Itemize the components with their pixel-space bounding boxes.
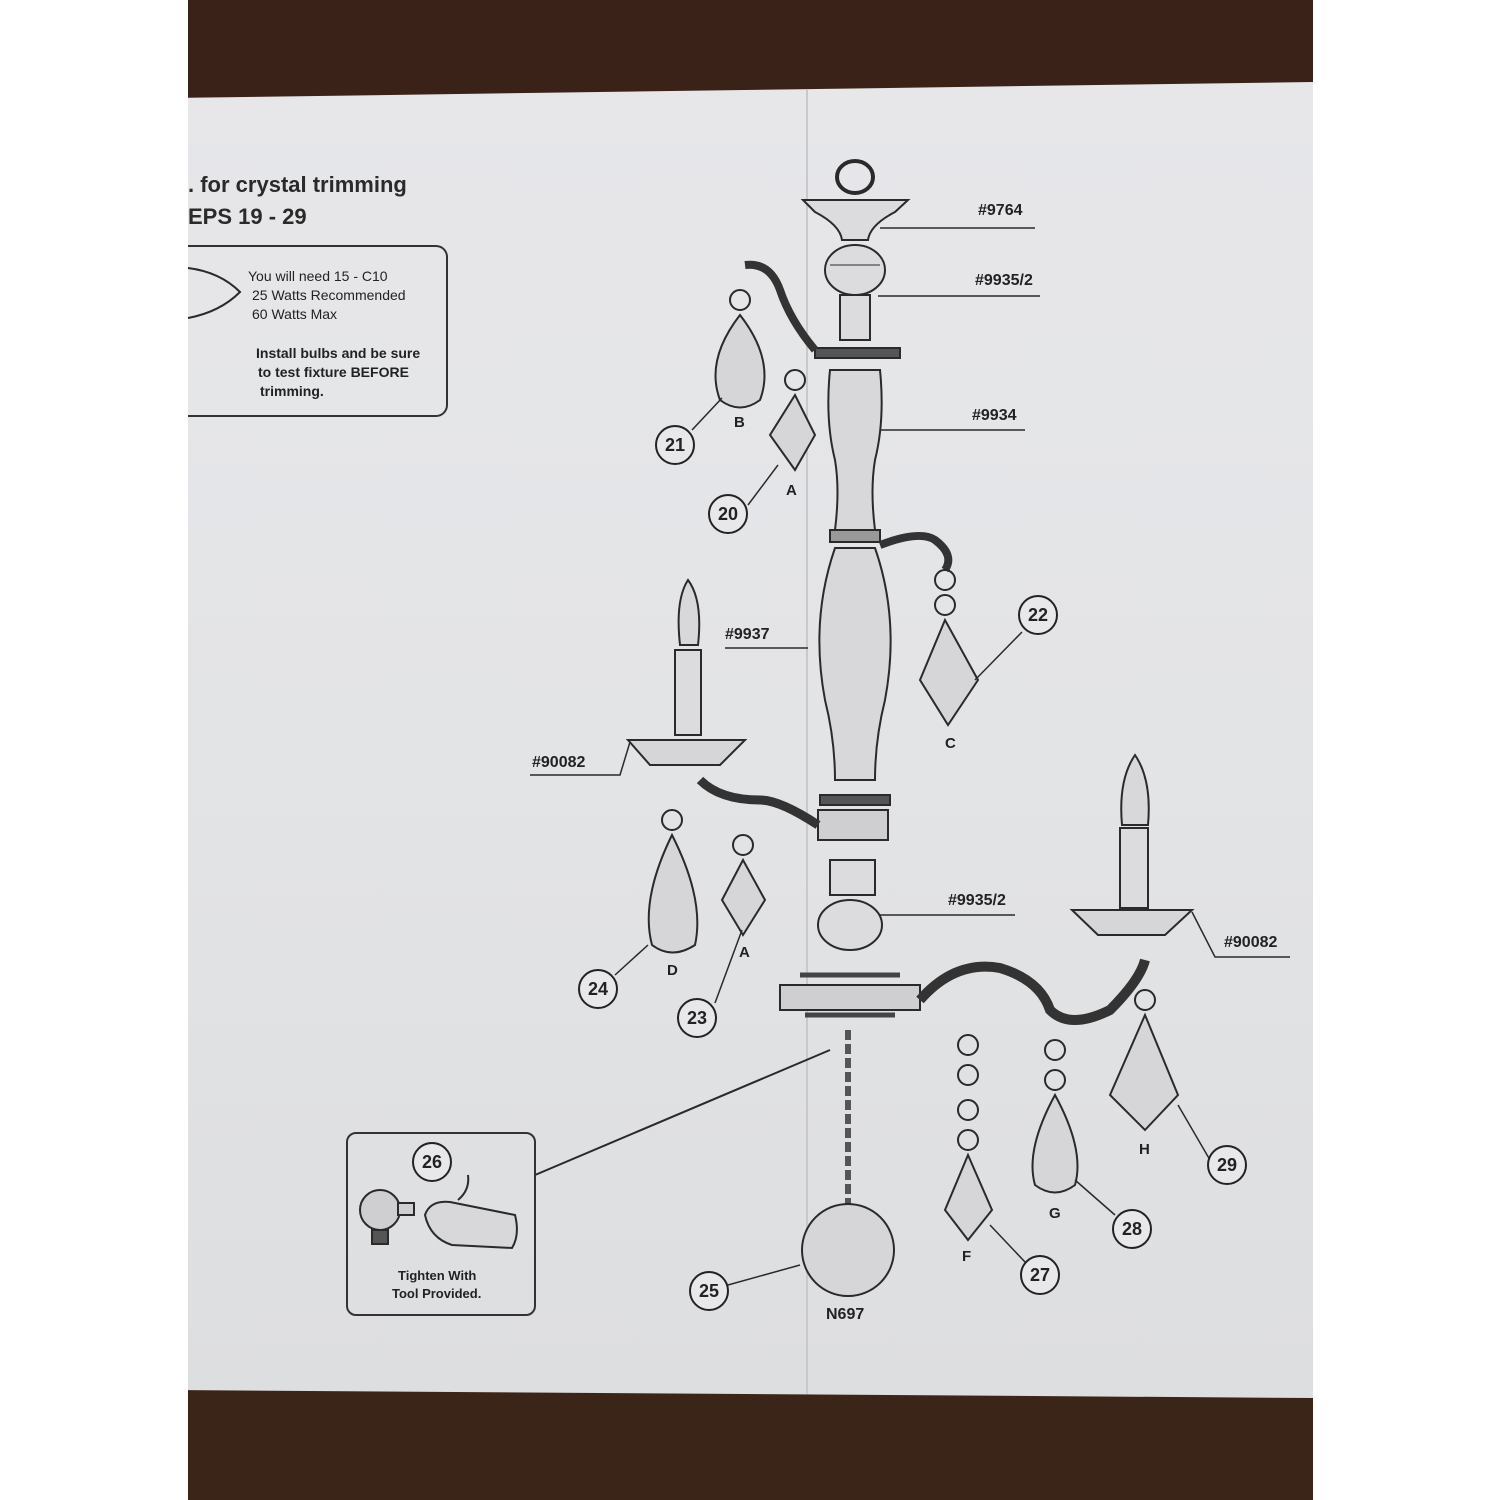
step-26: 26 xyxy=(412,1142,452,1182)
part-number-lower-sleeve: #9935/2 xyxy=(948,892,1006,909)
step-20: 20 xyxy=(708,494,748,534)
paper-fold-line xyxy=(806,82,808,1398)
background-left xyxy=(0,0,188,1500)
instructions-title: . for crystal trimming xyxy=(188,172,407,197)
right-upper-arm xyxy=(878,532,953,573)
part-number-ball: N697 xyxy=(826,1306,865,1323)
right-cup xyxy=(1069,909,1195,936)
table-surface-bottom xyxy=(188,1390,1313,1500)
top-sleeve xyxy=(824,244,886,296)
crystal-letter-g: G xyxy=(1049,1205,1061,1222)
part-number-middle-column: #9937 xyxy=(725,626,770,643)
bottom-hub xyxy=(779,984,921,1011)
crystal-letter-c: C xyxy=(945,735,956,752)
bulb-warning-line3: trimming. xyxy=(260,383,324,399)
step-23: 23 xyxy=(677,998,717,1038)
bulb-quantity-text: You will need 15 - C10 xyxy=(248,268,388,284)
part-number-right-cup: #90082 xyxy=(1224,934,1278,951)
bulb-callout-box xyxy=(188,245,448,417)
step-28: 28 xyxy=(1112,1209,1152,1249)
step-25: 25 xyxy=(689,1271,729,1311)
table-surface-top xyxy=(188,0,1313,100)
tool-icon xyxy=(423,1200,518,1250)
background-right xyxy=(1313,0,1500,1500)
part-number-left-cup: #90082 xyxy=(532,754,586,771)
crystal-f xyxy=(943,1152,994,1242)
part-number-canopy: #9764 xyxy=(978,202,1023,219)
upper-column xyxy=(827,369,883,531)
crystal-d xyxy=(647,832,699,954)
bulb-wattage-recommended: 25 Watts Recommended xyxy=(252,287,406,303)
left-candle xyxy=(674,649,702,736)
right-arm xyxy=(916,958,1150,1025)
crystal-a-top xyxy=(768,392,817,472)
tool-caption-line1: Tighten With xyxy=(398,1268,477,1283)
top-arm xyxy=(744,260,819,353)
right-candle xyxy=(1119,827,1149,909)
central-hub xyxy=(817,809,889,841)
crystal-letter-a-top: A xyxy=(786,482,797,499)
crystal-c xyxy=(918,617,980,727)
bulb-warning-line2: to test fixture BEFORE xyxy=(258,364,409,380)
crystal-letter-d: D xyxy=(667,962,678,979)
crystal-b xyxy=(714,313,766,409)
tool-callout-box xyxy=(346,1132,536,1316)
bulb-wattage-max: 60 Watts Max xyxy=(252,306,338,322)
left-arm xyxy=(696,776,821,829)
steps-range: EPS 19 - 29 xyxy=(188,204,307,229)
canopy-loop xyxy=(835,159,875,195)
step-21: 21 xyxy=(655,425,695,465)
crystal-ball xyxy=(801,1203,895,1297)
upper-plate xyxy=(814,347,901,359)
step-22: 22 xyxy=(1018,595,1058,635)
part-number-upper-column: #9934 xyxy=(972,407,1017,424)
left-cup xyxy=(625,739,748,766)
middle-column xyxy=(818,547,892,781)
crystal-letter-a-mid: A xyxy=(739,944,750,961)
crystal-letter-h: H xyxy=(1139,1141,1150,1158)
bulb-warning-line1: Install bulbs and be sure xyxy=(256,345,421,361)
crystal-a-mid xyxy=(720,857,767,937)
crystal-g xyxy=(1031,1092,1079,1194)
step-29: 29 xyxy=(1207,1145,1247,1185)
crystal-h xyxy=(1108,1012,1180,1132)
tool-caption-line2: Tool Provided. xyxy=(392,1286,482,1301)
step-24: 24 xyxy=(578,969,618,1009)
crystal-letter-f: F xyxy=(962,1248,972,1265)
lower-sleeve xyxy=(817,899,883,951)
part-number-top-sleeve: #9935/2 xyxy=(975,272,1033,289)
canopy xyxy=(800,199,911,241)
crystal-letter-b: B xyxy=(734,414,745,431)
bulb-sketch-icon xyxy=(187,267,242,319)
step-27: 27 xyxy=(1020,1255,1060,1295)
